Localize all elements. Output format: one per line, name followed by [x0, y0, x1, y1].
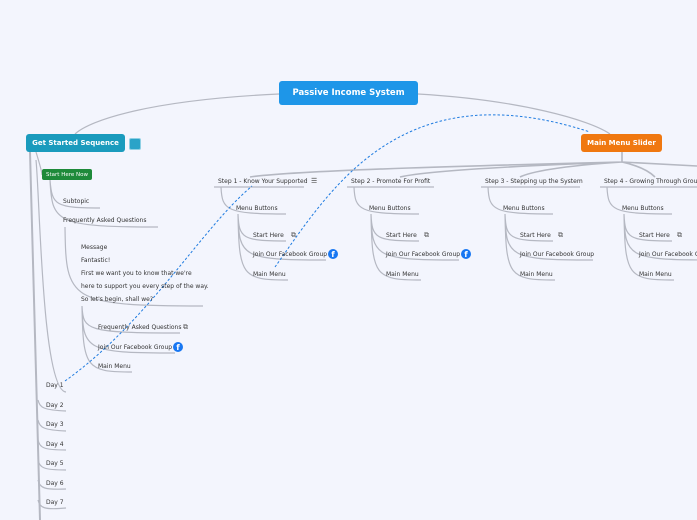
day-node[interactable]: Day 7 [46, 499, 64, 506]
menu-item-node[interactable]: Main Menu [520, 271, 553, 278]
facebook-icon[interactable]: f [328, 249, 338, 259]
main-menu-node[interactable]: Main Menu [98, 363, 131, 370]
root-node[interactable]: Passive Income System [279, 81, 418, 105]
menu-buttons-node[interactable]: Menu Buttons [369, 205, 411, 212]
external-link-icon[interactable]: ⧉ [424, 231, 429, 239]
day-node[interactable]: Day 4 [46, 441, 64, 448]
menu-item-node[interactable]: Start Here [253, 232, 284, 239]
main-menu-slider-node[interactable]: Main Menu Slider [581, 134, 662, 152]
external-link-icon[interactable]: ⧉ [291, 231, 296, 239]
day-node[interactable]: Day 5 [46, 460, 64, 467]
external-link-icon[interactable]: ⧉ [558, 231, 563, 239]
step-node[interactable]: Step 3 - Stepping up the System [485, 178, 583, 185]
get-started-node[interactable]: Get Started Sequence [26, 134, 125, 152]
menu-item-node[interactable]: Main Menu [639, 271, 672, 278]
step-node[interactable]: Step 2 - Promote For Profit [351, 178, 431, 185]
message-line: Message [81, 244, 108, 251]
step-branch [606, 186, 697, 281]
message-line: First we want you to know that we're [81, 270, 192, 277]
faq-link-node[interactable]: Frequently Asked Questions [98, 324, 182, 331]
menu-item-node[interactable]: Join Our Facebook Group [253, 251, 328, 258]
external-link-icon[interactable]: ⧉ [677, 231, 682, 239]
day-node[interactable]: Day 2 [46, 402, 64, 409]
facebook-icon[interactable]: f [173, 342, 183, 352]
subtopic-node[interactable]: Subtopic [63, 198, 90, 205]
menu-item-node[interactable]: Start Here [386, 232, 417, 239]
message-line: So let's begin, shall we? [81, 296, 154, 303]
menu-item-node[interactable]: Main Menu [253, 271, 286, 278]
menu-icon[interactable]: ☰ [311, 177, 318, 185]
menu-item-node[interactable]: Join Our Facebook Group [639, 251, 697, 258]
menu-buttons-node[interactable]: Menu Buttons [236, 205, 278, 212]
message-line: Fantastic! [81, 257, 111, 264]
step-branch [487, 186, 594, 281]
day-node[interactable]: Day 6 [46, 480, 64, 487]
external-link-icon[interactable]: ⧉ [183, 323, 188, 331]
menu-item-node[interactable]: Start Here [520, 232, 551, 239]
day-node[interactable]: Day 1 [46, 382, 64, 389]
step-branch [353, 186, 460, 281]
step-node[interactable]: Step 1 - Know Your Supported [218, 178, 308, 185]
facebook-group-node[interactable]: Join Our Facebook Group [98, 344, 173, 351]
day-node[interactable]: Day 3 [46, 421, 64, 428]
message-line: here to support you every step of the wa… [81, 283, 209, 290]
step-node[interactable]: Step 4 - Growing Through Groups [604, 178, 697, 185]
menu-buttons-node[interactable]: Menu Buttons [622, 205, 664, 212]
menu-buttons-node[interactable]: Menu Buttons [503, 205, 545, 212]
facebook-icon[interactable]: f [461, 249, 471, 259]
faq-node[interactable]: Frequently Asked Questions [63, 217, 147, 224]
start-here-now-node[interactable]: Start Here Now [42, 169, 92, 180]
menu-item-node[interactable]: Main Menu [386, 271, 419, 278]
menu-item-node[interactable]: Join Our Facebook Group [520, 251, 595, 258]
menu-item-node[interactable]: Start Here [639, 232, 670, 239]
step-branch [220, 186, 327, 281]
note-icon[interactable] [129, 138, 141, 150]
menu-item-node[interactable]: Join Our Facebook Group [386, 251, 461, 258]
